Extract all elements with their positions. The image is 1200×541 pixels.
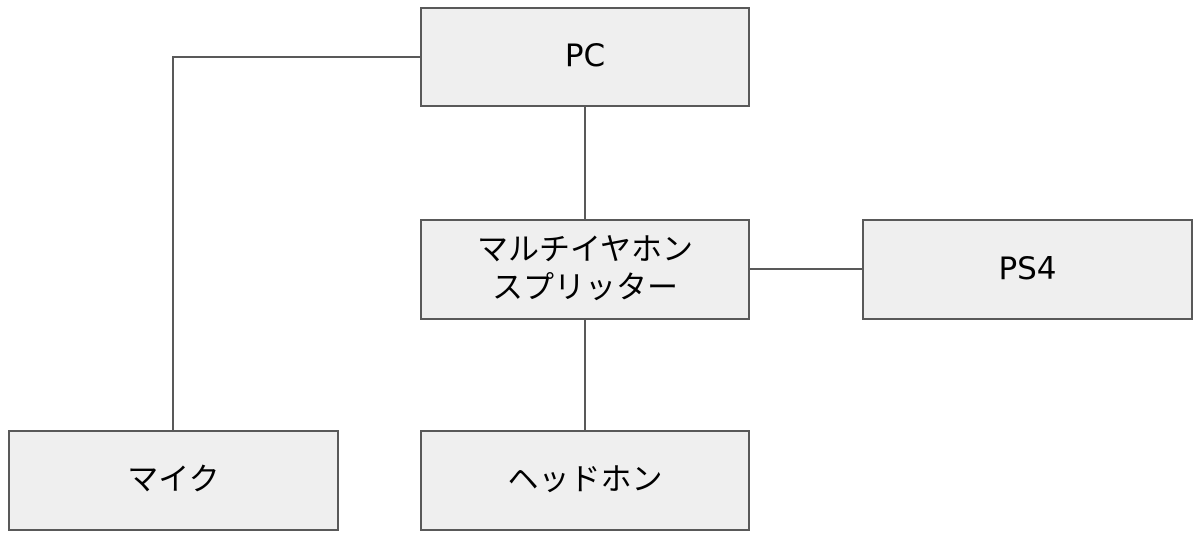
node-pc-label: PC [564,38,606,75]
node-mic-label: マイク [127,461,220,498]
node-multi-earphone-splitter: マルチイヤホン スプリッター [420,219,750,320]
node-pc: PC [420,7,750,107]
node-mic: マイク [8,430,339,531]
node-ps4: PS4 [862,219,1193,320]
node-headphone-label: ヘッドホン [507,461,663,498]
edge-pc-mic [172,56,420,430]
node-ps4-label: PS4 [998,250,1057,287]
node-splitter-label-line2: スプリッター [491,269,678,306]
node-splitter-label-line1: マルチイヤホン [476,232,694,269]
node-headphone: ヘッドホン [420,430,750,531]
